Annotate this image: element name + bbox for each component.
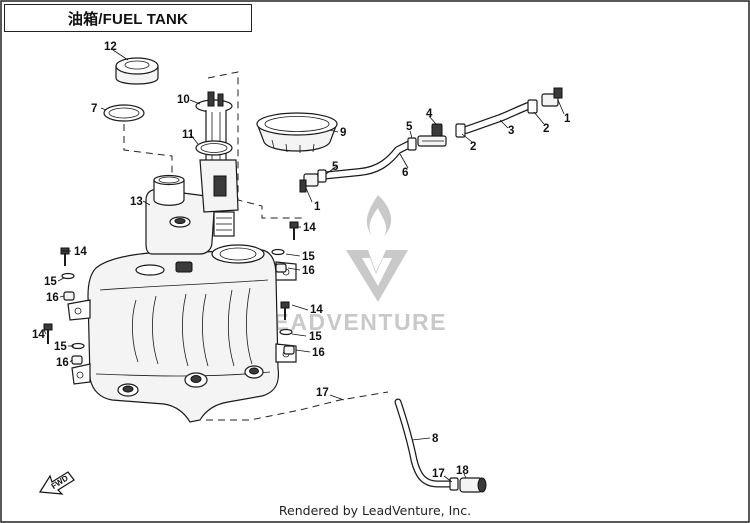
washer-15a[interactable] xyxy=(61,272,75,280)
callout-13: 13 xyxy=(130,196,143,208)
callout-12: 12 xyxy=(104,41,117,53)
leader-lines xyxy=(43,49,565,483)
callout-9: 9 xyxy=(340,127,346,139)
pump-dashed-box xyxy=(207,71,306,219)
lock-ring[interactable] xyxy=(256,112,338,153)
callout-17a: 17 xyxy=(316,387,329,399)
callout-8: 8 xyxy=(432,433,439,445)
callout-15d: 15 xyxy=(54,341,67,353)
callout-7: 7 xyxy=(91,103,97,115)
callout-5b: 5 xyxy=(406,121,413,133)
bolt-14c[interactable] xyxy=(280,301,290,320)
fuel-hose-3[interactable] xyxy=(462,102,532,134)
hose-clamp-5b[interactable] xyxy=(407,137,417,151)
callout-2a: 2 xyxy=(470,141,476,153)
vent-filter[interactable] xyxy=(459,477,487,493)
vent-clamp[interactable] xyxy=(449,477,459,491)
callout-3: 3 xyxy=(508,125,514,137)
callout-5a: 5 xyxy=(332,161,339,173)
callout-16b: 16 xyxy=(302,265,315,277)
callout-labels: 12 7 10 11 9 13 1 5 6 5 4 2 3 2 1 14 14 … xyxy=(32,41,571,480)
callout-16c: 16 xyxy=(312,347,325,359)
bolt-14b[interactable] xyxy=(289,221,299,240)
fuel-tank[interactable] xyxy=(67,174,297,423)
grommet-16c[interactable] xyxy=(283,345,295,355)
callout-18: 18 xyxy=(456,465,469,477)
callout-17b: 17 xyxy=(432,468,445,480)
diagram-title: 油箱/FUEL TANK xyxy=(4,4,252,32)
fwd-arrow-icon: FWD xyxy=(38,471,75,495)
callout-15a: 15 xyxy=(44,276,57,288)
callout-11: 11 xyxy=(182,129,195,141)
callout-10: 10 xyxy=(177,94,190,106)
callout-16d: 16 xyxy=(56,357,69,369)
tee-fitting[interactable] xyxy=(417,123,447,147)
callout-14b: 14 xyxy=(303,222,316,234)
callout-4: 4 xyxy=(426,108,433,120)
elbow-connector[interactable] xyxy=(541,87,563,107)
cap-gasket[interactable] xyxy=(103,104,145,122)
hose-clamp-5a[interactable] xyxy=(317,169,327,183)
callout-14a: 14 xyxy=(74,246,87,258)
callout-16a: 16 xyxy=(46,292,59,304)
cap-dashed-leader xyxy=(123,124,173,176)
watermark-logo xyxy=(346,195,408,302)
fuel-cap[interactable] xyxy=(115,57,159,85)
grommet-16a[interactable] xyxy=(63,291,75,301)
bolt-14d[interactable] xyxy=(43,323,53,344)
vent-hose-8[interactable] xyxy=(394,398,456,488)
vent-dashed-leader xyxy=(206,391,389,421)
callout-2b: 2 xyxy=(543,123,549,135)
fuel-hose-6[interactable] xyxy=(316,140,414,180)
grommet-16b[interactable] xyxy=(275,263,287,273)
grommet-16d[interactable] xyxy=(71,355,83,365)
callout-1a: 1 xyxy=(314,201,321,213)
callout-1b: 1 xyxy=(564,113,571,125)
callout-6: 6 xyxy=(402,167,408,179)
callout-15b: 15 xyxy=(302,251,315,263)
callout-14c: 14 xyxy=(310,304,323,316)
hose-clamp-2a[interactable] xyxy=(455,123,466,138)
washer-15c[interactable] xyxy=(279,328,293,336)
pump-seal[interactable] xyxy=(195,140,233,156)
callout-14d: 14 xyxy=(32,329,45,341)
pump-outlet-connector[interactable] xyxy=(299,173,319,193)
rendered-by-footer: Rendered by LeadVenture, Inc. xyxy=(278,503,472,518)
hose-clamp-2b[interactable] xyxy=(527,99,538,114)
washer-15b[interactable] xyxy=(271,248,285,256)
callout-15c: 15 xyxy=(309,331,322,343)
